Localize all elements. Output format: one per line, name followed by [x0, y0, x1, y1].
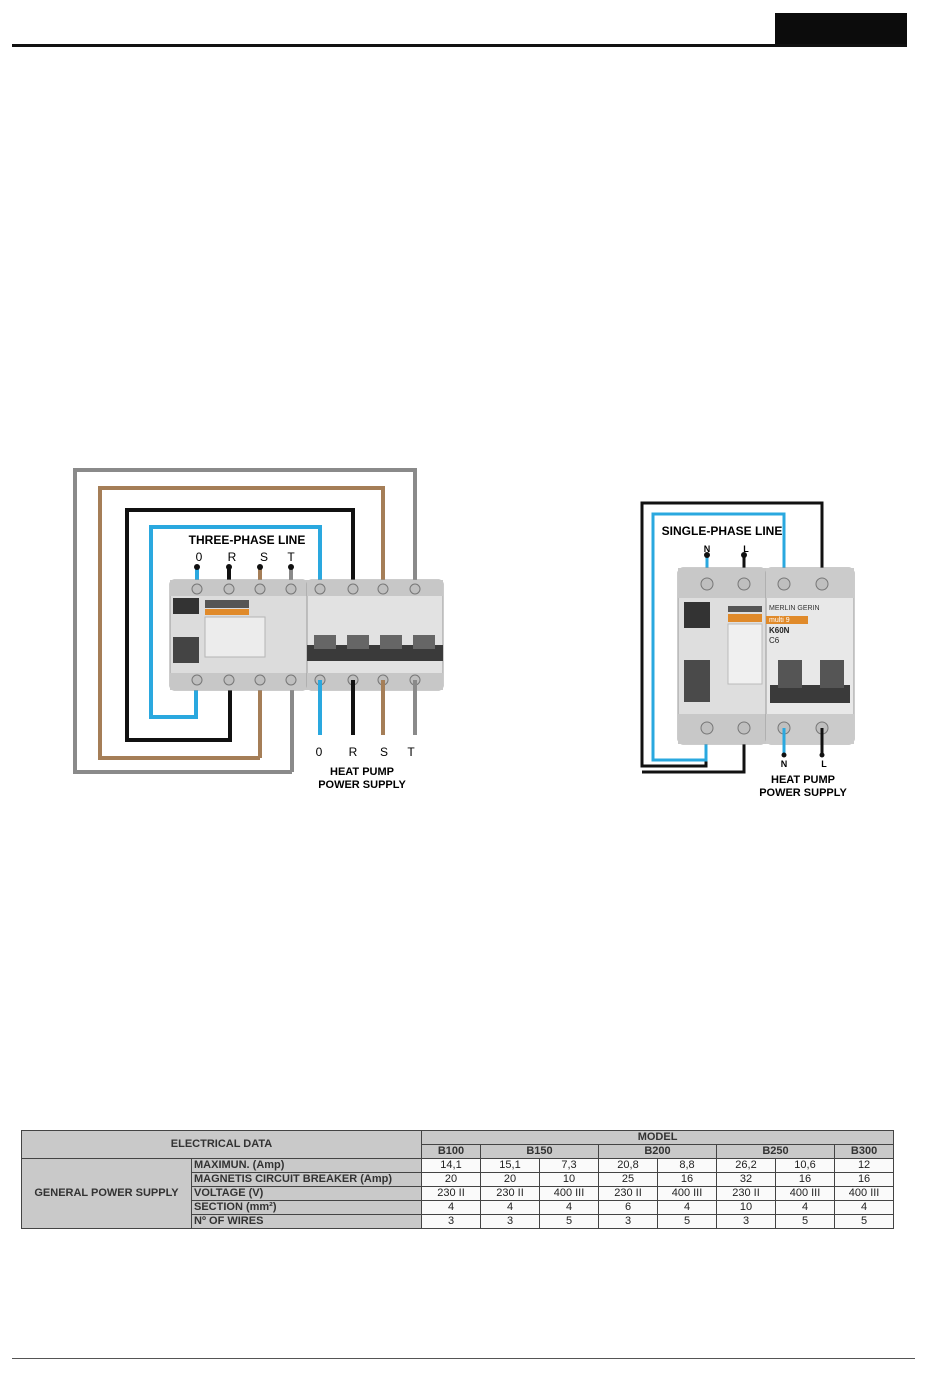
- breaker-brand: MERLIN GERIN: [769, 605, 820, 612]
- table-cell: 230 II: [598, 1186, 659, 1201]
- power-supply-label: POWER SUPPLY: [759, 787, 847, 799]
- top-terminal-n: N: [704, 544, 711, 554]
- table-cell: 14,1: [421, 1158, 482, 1173]
- table-cell: 4: [480, 1200, 541, 1215]
- table-row: VOLTAGE (V) 230 II 230 II 400 III 230 II…: [22, 1186, 895, 1201]
- table-cell: 3: [598, 1214, 659, 1229]
- three-phase-wiring-diagram: THREE-PHASE LINE 0 R S T 0 R S T HEAT PU…: [73, 468, 444, 791]
- model-b100: B100: [421, 1144, 482, 1159]
- grey-wire-loop: [73, 468, 417, 774]
- table-cell: 25: [598, 1172, 659, 1187]
- table-cell: 16: [834, 1172, 895, 1187]
- row-label: MAXIMUN. (Amp): [190, 1158, 423, 1173]
- electrical-data-table: ELECTRICAL DATA MODEL B100 B150 B200 B25…: [20, 1130, 895, 1229]
- top-terminal-l: L: [743, 544, 749, 554]
- three-phase-title: THREE-PHASE LINE: [189, 533, 306, 547]
- table-cell: 20: [480, 1172, 541, 1187]
- row-label: Nº OF WIRES: [190, 1214, 423, 1229]
- bottom-terminal-r: R: [349, 745, 358, 759]
- single-phase-title: SINGLE-PHASE LINE: [662, 524, 783, 538]
- bottom-terminal-l: L: [821, 759, 827, 769]
- table-cell: 4: [657, 1200, 718, 1215]
- table-row: SECTION (mm²) 4 4 4 6 4 10 4 4: [22, 1200, 895, 1215]
- breaker-model: K60N: [769, 626, 790, 635]
- table-cell: 4: [834, 1200, 895, 1215]
- top-terminal-0: 0: [196, 550, 203, 564]
- model-b250: B250: [716, 1144, 836, 1159]
- table-cell: 10,6: [775, 1158, 836, 1173]
- table-cell: 400 III: [775, 1186, 836, 1201]
- table-cell: 400 III: [539, 1186, 600, 1201]
- breaker-series: multi 9: [769, 617, 790, 624]
- table-cell: 6: [598, 1200, 659, 1215]
- black-wire-loop: [125, 508, 355, 742]
- power-supply-label: POWER SUPPLY: [318, 779, 406, 791]
- table-cell: 5: [775, 1214, 836, 1229]
- bottom-terminal-0: 0: [316, 745, 323, 759]
- table-cell: 20: [421, 1172, 482, 1187]
- table-cell: 5: [834, 1214, 895, 1229]
- footer-rule: [12, 1358, 915, 1359]
- electrical-data-header: ELECTRICAL DATA: [20, 1130, 423, 1159]
- table-cell: 3: [716, 1214, 777, 1229]
- table-cell: 230 II: [421, 1186, 482, 1201]
- bottom-terminal-s: S: [380, 745, 388, 759]
- table-cell: 10: [539, 1172, 600, 1187]
- table-cell: 12: [834, 1158, 895, 1173]
- row-label: VOLTAGE (V): [190, 1186, 423, 1201]
- breaker-rating: C6: [769, 636, 780, 645]
- table-cell: 15,1: [480, 1158, 541, 1173]
- bottom-terminal-n: N: [781, 759, 788, 769]
- table-cell: 26,2: [716, 1158, 777, 1173]
- table-cell: 32: [716, 1172, 777, 1187]
- table-cell: 400 III: [657, 1186, 718, 1201]
- table-cell: 230 II: [716, 1186, 777, 1201]
- neutral-wire-loop: [651, 512, 786, 762]
- table-cell: 4: [421, 1200, 482, 1215]
- table-row: MAGNETIS CIRCUIT BREAKER (Amp) 20 20 10 …: [22, 1172, 895, 1187]
- table-cell: 4: [775, 1200, 836, 1215]
- table-row: GENERAL POWER SUPPLY MAXIMUN. (Amp) 14,1…: [21, 1158, 895, 1229]
- top-terminal-s: S: [260, 550, 268, 564]
- model-b300: B300: [834, 1144, 895, 1159]
- table-cell: 8,8: [657, 1158, 718, 1173]
- table-cell: 7,3: [539, 1158, 600, 1173]
- table-cell: 5: [657, 1214, 718, 1229]
- table-cell: 16: [657, 1172, 718, 1187]
- table-cell: 10: [716, 1200, 777, 1215]
- table-cell: 230 II: [480, 1186, 541, 1201]
- row-label: SECTION (mm²): [190, 1200, 423, 1215]
- top-terminal-r: R: [228, 550, 237, 564]
- table-cell: 16: [775, 1172, 836, 1187]
- general-power-supply-label: GENERAL POWER SUPPLY: [21, 1158, 192, 1229]
- model-b200: B200: [598, 1144, 718, 1159]
- bottom-terminal-t: T: [407, 745, 415, 759]
- table-cell: 4: [539, 1200, 600, 1215]
- header-rule: [12, 44, 907, 47]
- heat-pump-label: HEAT PUMP: [330, 766, 394, 778]
- row-label: MAGNETIS CIRCUIT BREAKER (Amp): [190, 1172, 423, 1187]
- table-cell: 5: [539, 1214, 600, 1229]
- table-cell: 400 III: [834, 1186, 895, 1201]
- model-header: MODEL: [421, 1130, 895, 1145]
- neutral-wire-loop: [149, 525, 322, 719]
- heat-pump-label: HEAT PUMP: [771, 774, 835, 786]
- top-terminal-t: T: [287, 550, 295, 564]
- table-row: Nº OF WIRES 3 3 5 3 5 3 5 5: [22, 1214, 895, 1229]
- model-b150: B150: [480, 1144, 600, 1159]
- table-cell: 3: [421, 1214, 482, 1229]
- brown-wire-loop: [98, 486, 385, 760]
- header-tab: [775, 13, 907, 46]
- table-cell: 3: [480, 1214, 541, 1229]
- single-phase-wiring-diagram: MERLIN GERIN multi 9 K60N C6 SINGLE-PHAS…: [640, 501, 855, 799]
- table-cell: 20,8: [598, 1158, 659, 1173]
